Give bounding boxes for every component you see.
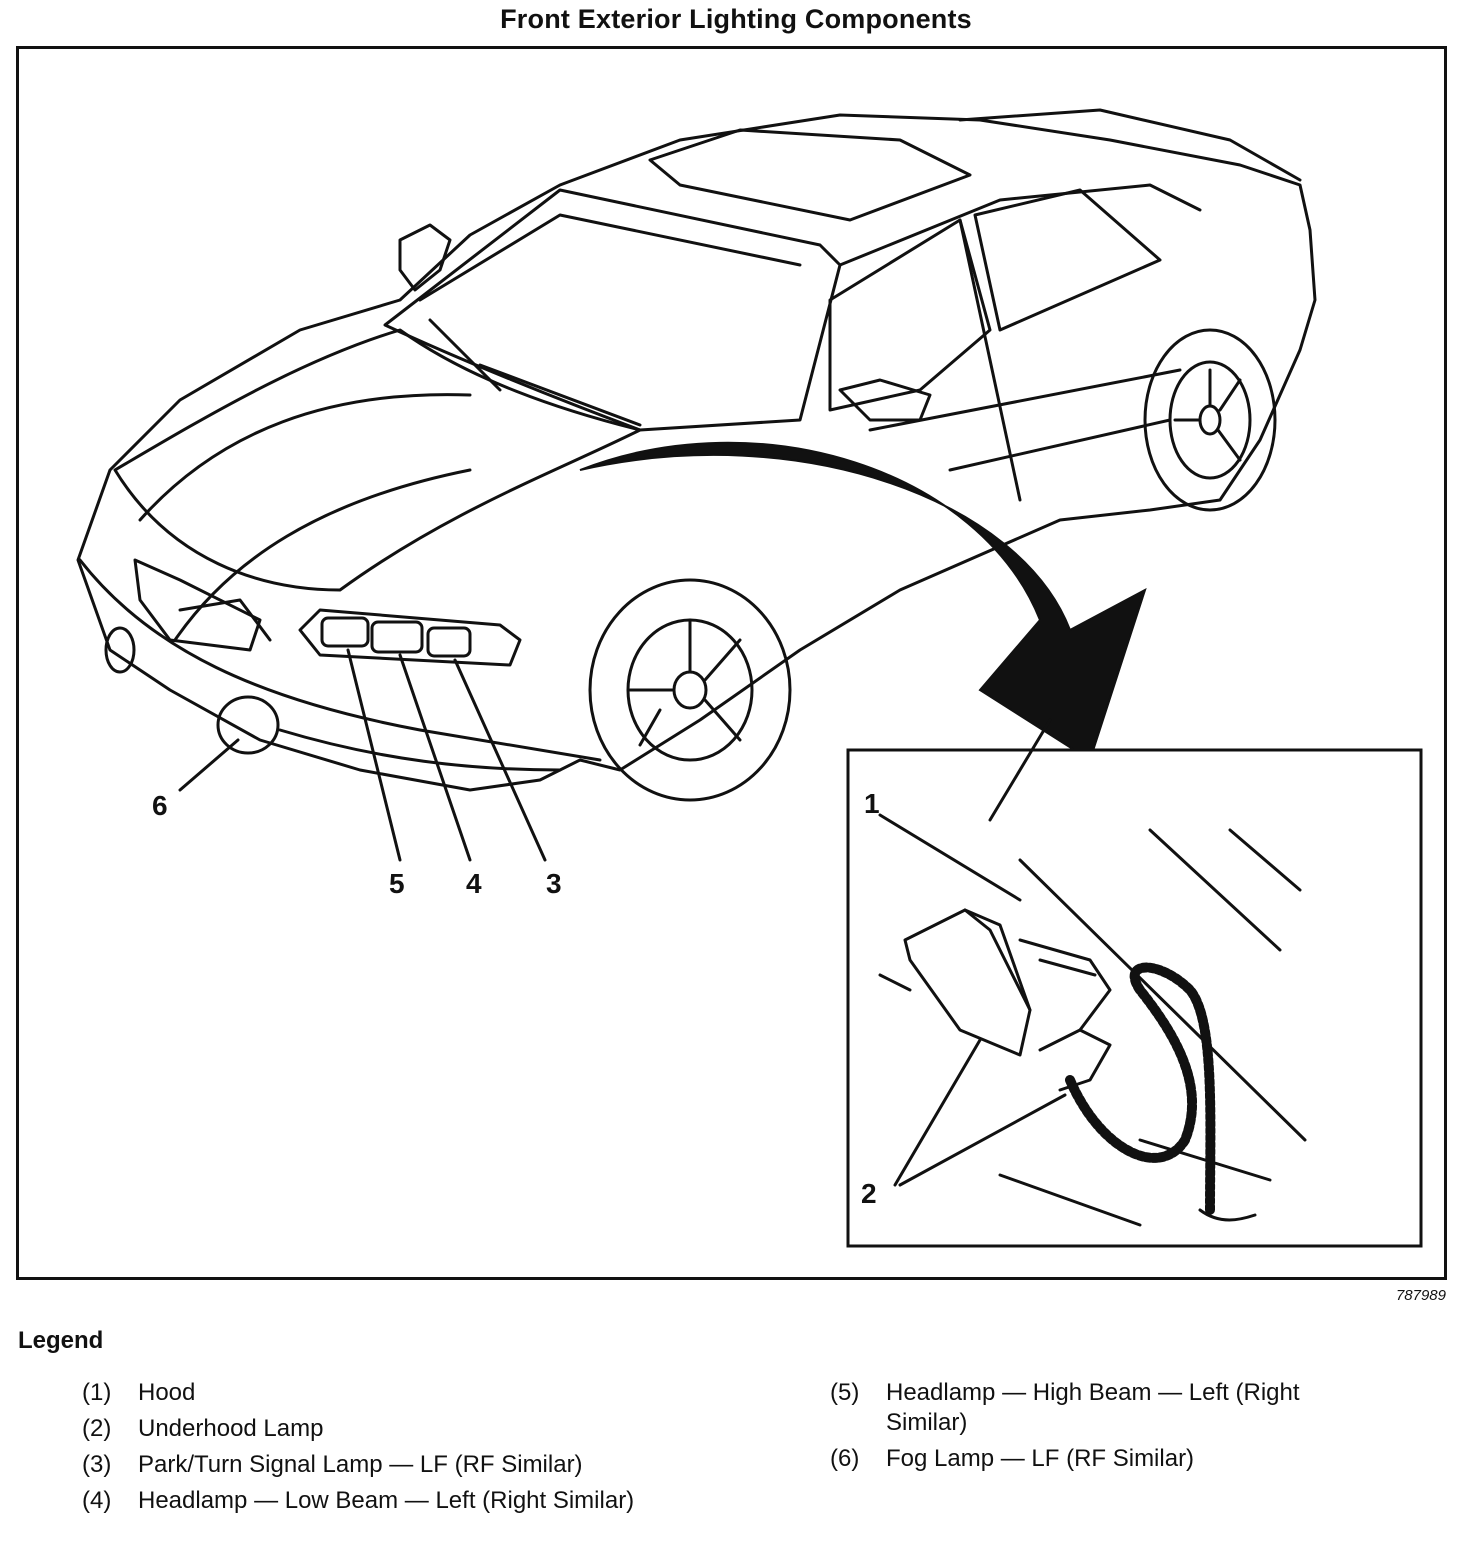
- callout-2: 2: [861, 1178, 877, 1209]
- legend-item-1: (1) Hood: [82, 1378, 722, 1408]
- legend-number: (5): [830, 1379, 860, 1406]
- wiring-harness: [1065, 962, 1216, 1215]
- legend-column-left: (1) Hood (2) Underhood Lamp (3) Park/Tur…: [82, 1378, 722, 1522]
- leader-line-2a: [893, 1038, 982, 1187]
- leader-line-6: [178, 738, 240, 792]
- fog-lamp: [216, 695, 280, 755]
- legend-title: Legend: [18, 1327, 104, 1354]
- legend-number: (1): [82, 1379, 112, 1406]
- callout-5: 5: [389, 868, 405, 899]
- legend-text: Park/Turn Signal Lamp — LF (RF Similar): [138, 1451, 583, 1478]
- windshield-outline: [383, 188, 842, 432]
- illustration-frame: [16, 46, 1447, 1280]
- legend-text: Underhood Lamp: [138, 1415, 324, 1442]
- car-illustration: 6 5 4 3 1 2: [76, 108, 1423, 1248]
- legend-number: (6): [830, 1445, 860, 1472]
- headlamp-cluster: [298, 608, 522, 667]
- diagram-title: Front Exterior Lighting Components: [500, 4, 972, 34]
- figure-id: 787989: [1395, 1287, 1446, 1304]
- legend-item-4: (4) Headlamp — Low Beam — Left (Right Si…: [82, 1486, 722, 1516]
- callout-6: 6: [152, 790, 168, 821]
- sunroof-outline: [648, 128, 972, 222]
- legend-text: Headlamp — High Beam — Left (Right Simil…: [886, 1379, 1300, 1436]
- leader-line-1: [878, 813, 1022, 902]
- legend-item-2: (2) Underhood Lamp: [82, 1414, 722, 1444]
- legend-text: Hood: [138, 1379, 196, 1406]
- legend-column-right: (5) Headlamp — High Beam — Left (Right S…: [830, 1378, 1350, 1480]
- legend-text: Fog Lamp — LF (RF Similar): [886, 1445, 1195, 1472]
- legend-number: (3): [82, 1451, 112, 1478]
- rear-wheel: [1143, 328, 1277, 512]
- side-window-rear: [973, 188, 1162, 332]
- side-window-front: [828, 218, 992, 412]
- detail-inset-frame: [846, 748, 1423, 1248]
- legend-number: (4): [82, 1487, 112, 1514]
- detail-arrow: [579, 441, 1147, 762]
- legend-number: (2): [82, 1415, 112, 1442]
- underhood-lamp-body: [903, 908, 1032, 1057]
- leader-line-2b: [898, 1093, 1067, 1187]
- callout-1: 1: [864, 788, 880, 819]
- leader-line-4: [398, 653, 472, 862]
- front-wheel: [588, 578, 792, 802]
- car-body-outline: [76, 113, 1317, 792]
- legend-item-5: (5) Headlamp — High Beam — Left (Right S…: [830, 1378, 1350, 1438]
- front-grille: [133, 558, 262, 652]
- callout-4: 4: [466, 868, 482, 899]
- hood-outline: [113, 328, 642, 592]
- legend-item-6: (6) Fog Lamp — LF (RF Similar): [830, 1444, 1350, 1474]
- door-mirror-right: [838, 378, 932, 422]
- leader-line-5: [346, 648, 402, 862]
- callout-3: 3: [546, 868, 562, 899]
- legend-text: Headlamp — Low Beam — Left (Right Simila…: [138, 1487, 635, 1514]
- legend-item-3: (3) Park/Turn Signal Lamp — LF (RF Simil…: [82, 1450, 722, 1480]
- side-mirror: [398, 223, 452, 292]
- leader-line-3: [453, 658, 547, 862]
